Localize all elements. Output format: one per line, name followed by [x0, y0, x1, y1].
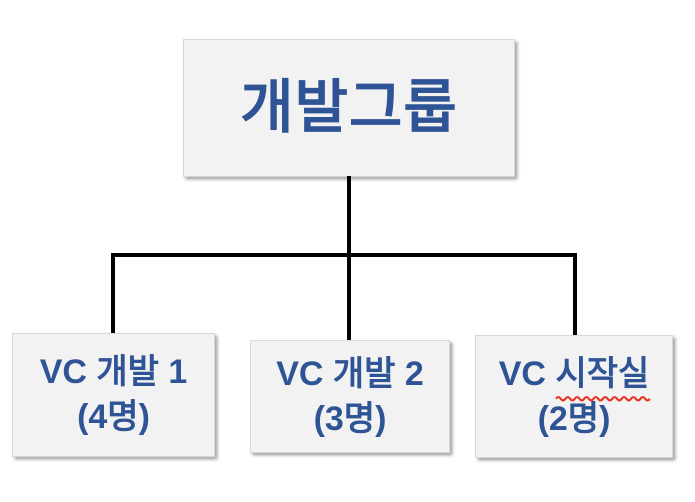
org-box-vc-dev-2: VC 개발 2 (3명): [250, 340, 450, 453]
org-box-vc-startup-room-headcount: (2명): [537, 399, 611, 438]
org-box-vc-dev-2-title: VC 개발 2: [276, 354, 424, 393]
org-box-vc-startup-room-title-prefix: VC: [498, 354, 546, 393]
org-box-vc-startup-room-title: VC 시작실: [499, 352, 650, 397]
org-box-vc-dev-1-title: VC 개발 1: [39, 353, 188, 391]
connector-drop-right: [573, 255, 577, 335]
org-box-vc-dev-1: VC 개발 1 (4명): [12, 333, 215, 457]
misspelled-word-text: 시작실: [555, 354, 650, 393]
org-box-vc-dev-2-headcount: (3명): [313, 399, 387, 438]
org-box-vc-startup-room: VC 시작실 (2명): [475, 335, 673, 458]
org-box-root: 개발그룹: [183, 39, 515, 177]
spellcheck-squiggle-icon: [556, 395, 650, 400]
connector-drop-left: [111, 255, 115, 333]
org-box-root-label: 개발그룹: [240, 75, 458, 141]
misspelled-word: 시작실: [555, 352, 649, 397]
connector-drop-middle: [347, 255, 351, 340]
org-box-vc-dev-1-headcount: (4명): [77, 398, 150, 436]
connector-root-stem: [347, 176, 351, 256]
connector-horizontal-bar: [111, 253, 577, 257]
